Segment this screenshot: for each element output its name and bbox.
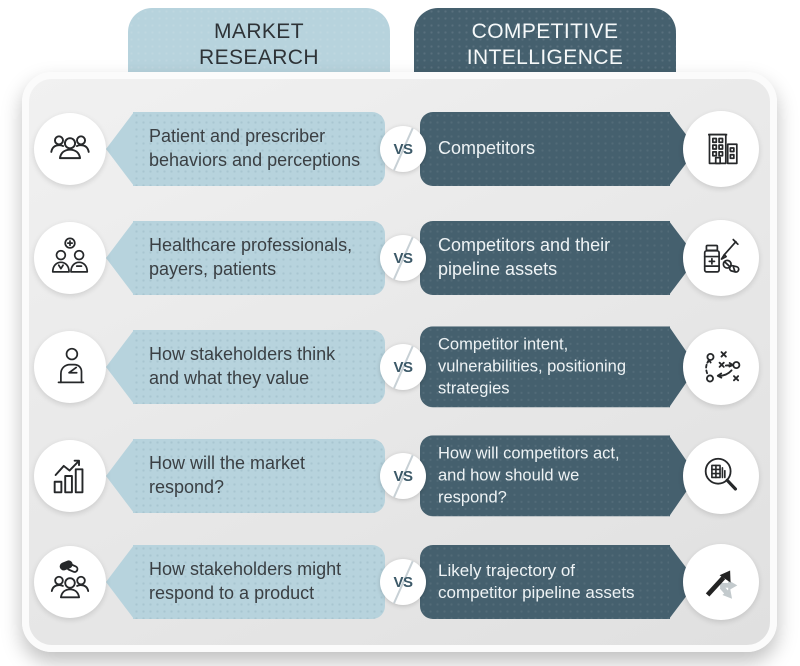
market-research-banner: How stakeholders might respond to a prod… xyxy=(133,545,385,619)
banner-text: How stakeholders might respond to a prod… xyxy=(149,559,342,603)
market-research-banner: Patient and prescriber behaviors and per… xyxy=(133,112,385,186)
buildings-icon xyxy=(708,133,738,165)
banner-text: Competitors xyxy=(438,138,536,159)
medicine-assets-icon xyxy=(703,238,740,273)
competitive-intelligence-banner: Competitors xyxy=(420,112,670,186)
vs-badge: VS xyxy=(380,559,426,605)
market-analysis-icon-circle xyxy=(683,438,759,514)
competitive-intelligence-banner: Competitors and their pipeline assets xyxy=(420,221,670,295)
vs-badge: VS xyxy=(380,126,426,172)
trajectory-arrows-icon xyxy=(705,570,738,599)
medicine-assets-icon-circle xyxy=(683,220,759,296)
banner-text: Likely trajectory of competitor pipeline… xyxy=(438,560,635,602)
banner-text: How will competitors act, and how should… xyxy=(438,444,620,506)
vs-badge: VS xyxy=(380,235,426,281)
trajectory-arrows-icon-circle xyxy=(683,544,759,620)
medical-staff-icon-circle xyxy=(34,222,106,294)
banner-text: How will the market respond? xyxy=(149,453,306,497)
strategy-plan-icon-circle xyxy=(683,329,759,405)
banner-text: Healthcare professionals, payers, patien… xyxy=(149,235,353,279)
audience-product-icon-circle xyxy=(34,546,106,618)
market-research-banner: How will the market respond? xyxy=(133,439,385,513)
buildings-icon-circle xyxy=(683,111,759,187)
strategy-plan-icon xyxy=(705,351,741,383)
market-research-banner: Healthcare professionals, payers, patien… xyxy=(133,221,385,295)
competitive-intelligence-banner: Competitor intent, vulnerabilities, posi… xyxy=(420,326,670,408)
comparison-row-2: Healthcare professionals, payers, patien… xyxy=(29,213,770,303)
people-group-icon xyxy=(50,135,90,160)
market-research-banner: How stakeholders think and what they val… xyxy=(133,330,385,404)
vs-label: VS xyxy=(393,573,413,591)
comparison-row-3: How stakeholders think and what they val… xyxy=(29,322,770,412)
market-analysis-icon xyxy=(704,457,738,491)
vs-badge: VS xyxy=(380,344,426,390)
vs-label: VS xyxy=(393,249,413,267)
competitive-intelligence-banner: How will competitors act, and how should… xyxy=(420,435,670,517)
banner-text: Competitors and their pipeline assets xyxy=(438,235,611,279)
comparison-panel: Patient and prescriber behaviors and per… xyxy=(22,72,777,652)
audience-product-icon xyxy=(50,560,90,599)
competitive-intelligence-banner: Likely trajectory of competitor pipeline… xyxy=(420,545,670,619)
banner-text: Competitor intent, vulnerabilities, posi… xyxy=(438,335,627,397)
comparison-row-4: How will the market respond? VS How will… xyxy=(29,431,770,521)
vs-badge: VS xyxy=(380,453,426,499)
medical-staff-icon xyxy=(51,237,89,273)
vs-label: VS xyxy=(393,358,413,376)
comparison-row-5: How stakeholders might respond to a prod… xyxy=(29,537,770,627)
banner-text: Patient and prescriber behaviors and per… xyxy=(149,126,361,170)
thinking-person-icon-circle xyxy=(34,331,106,403)
thinking-person-icon xyxy=(57,347,85,384)
banner-text: How stakeholders think and what they val… xyxy=(149,344,336,388)
growth-chart-icon-circle xyxy=(34,440,106,512)
comparison-row-1: Patient and prescriber behaviors and per… xyxy=(29,104,770,194)
people-group-icon-circle xyxy=(34,113,106,185)
vs-label: VS xyxy=(393,140,413,158)
growth-chart-icon xyxy=(53,459,84,494)
vs-label: VS xyxy=(393,467,413,485)
